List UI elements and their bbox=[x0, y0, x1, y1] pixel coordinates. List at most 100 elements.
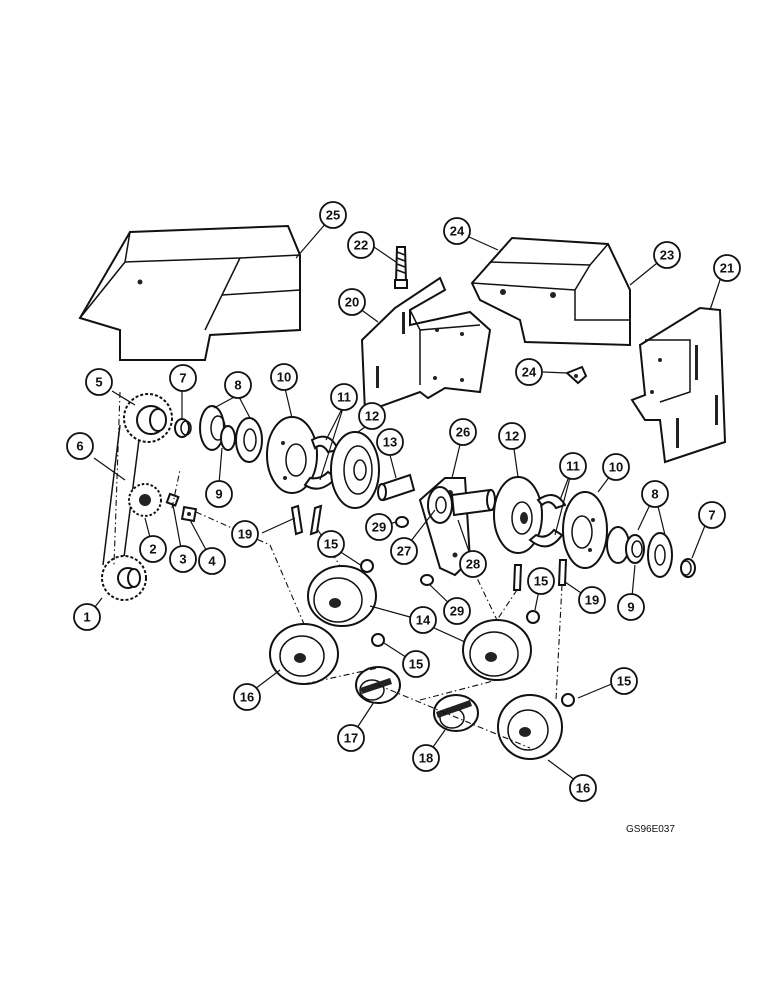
sprocket-2 bbox=[128, 483, 162, 517]
callout-label: 12 bbox=[505, 429, 519, 444]
bushing-7-left bbox=[174, 418, 192, 438]
plate-4 bbox=[180, 505, 198, 523]
callout-label: 29 bbox=[372, 520, 386, 535]
sprocket-1 bbox=[101, 555, 147, 601]
callout-21: 21 bbox=[713, 254, 741, 282]
half-washer-11-right bbox=[528, 494, 567, 548]
callout-10-right: 10 bbox=[602, 453, 630, 481]
pulley-16-left bbox=[269, 623, 339, 685]
callout-9-right: 9 bbox=[617, 593, 645, 621]
pulley-16-right bbox=[497, 694, 563, 760]
callout-label: 29 bbox=[450, 604, 464, 619]
callout-17: 17 bbox=[337, 724, 365, 752]
callout-label: 13 bbox=[383, 435, 397, 450]
callout-label: 24 bbox=[522, 365, 537, 380]
sprocket-5 bbox=[123, 393, 173, 443]
callout-15-b: 15 bbox=[402, 650, 430, 678]
callout-12-left: 12 bbox=[358, 402, 386, 430]
pulley-12-left bbox=[330, 431, 380, 509]
callouts: 1 2 3 4 5 6 7 7 8 8 9 9 10 10 11 11 12 1… bbox=[66, 201, 741, 802]
callout-label: 15 bbox=[324, 537, 338, 552]
flange-10-right bbox=[562, 491, 608, 569]
callout-6: 6 bbox=[66, 432, 94, 460]
callout-3: 3 bbox=[169, 545, 197, 573]
callout-label: 19 bbox=[238, 527, 252, 542]
callout-8-left: 8 bbox=[224, 371, 252, 399]
shaft-27-28 bbox=[427, 486, 496, 524]
callout-11-left: 11 bbox=[330, 383, 358, 411]
callout-label: 16 bbox=[576, 781, 590, 796]
bracket-20 bbox=[360, 276, 492, 414]
callout-28: 28 bbox=[459, 550, 487, 578]
callout-7-right: 7 bbox=[698, 501, 726, 529]
callout-label: 8 bbox=[651, 487, 658, 502]
callout-label: 3 bbox=[179, 552, 186, 567]
callout-label: 21 bbox=[720, 261, 734, 276]
pulley-14-right bbox=[462, 619, 532, 681]
callout-19-right: 19 bbox=[578, 586, 606, 614]
callout-18: 18 bbox=[412, 744, 440, 772]
callout-5: 5 bbox=[85, 368, 113, 396]
callout-label: 9 bbox=[627, 600, 634, 615]
callout-label: 27 bbox=[397, 544, 411, 559]
reference-code: GS96E037 bbox=[626, 824, 675, 835]
callout-label: 4 bbox=[208, 554, 216, 569]
callout-label: 11 bbox=[566, 459, 580, 474]
callout-15-c: 15 bbox=[527, 567, 555, 595]
callout-label: 15 bbox=[534, 574, 548, 589]
bracket-21 bbox=[630, 306, 727, 464]
idler-18 bbox=[433, 694, 479, 732]
spacer-15-d bbox=[561, 693, 575, 707]
callout-label: 23 bbox=[660, 248, 674, 263]
clip-24 bbox=[565, 365, 588, 385]
callout-label: 10 bbox=[277, 370, 291, 385]
callout-9-left: 9 bbox=[205, 480, 233, 508]
bolt-22 bbox=[394, 246, 408, 289]
callout-4: 4 bbox=[198, 547, 226, 575]
callout-26: 26 bbox=[449, 418, 477, 446]
callout-label: 2 bbox=[149, 542, 156, 557]
callout-27: 27 bbox=[390, 537, 418, 565]
shield-23 bbox=[470, 236, 631, 347]
callout-8-right: 8 bbox=[641, 480, 669, 508]
callout-16-left: 16 bbox=[233, 683, 261, 711]
callout-label: 8 bbox=[234, 378, 241, 393]
callout-label: 22 bbox=[354, 238, 368, 253]
callout-2: 2 bbox=[139, 535, 167, 563]
callout-29-lower: 29 bbox=[443, 597, 471, 625]
callout-label: 9 bbox=[215, 487, 222, 502]
callout-label: 7 bbox=[179, 371, 186, 386]
roll-pin-19-right bbox=[512, 559, 568, 591]
callout-label: 10 bbox=[609, 460, 623, 475]
callout-24-top: 24 bbox=[443, 217, 471, 245]
callout-11-right: 11 bbox=[559, 452, 587, 480]
callout-label: 11 bbox=[337, 390, 351, 405]
callout-label: 24 bbox=[450, 224, 465, 239]
callout-label: 25 bbox=[326, 208, 340, 223]
callout-label: 18 bbox=[419, 751, 433, 766]
callout-1: 1 bbox=[73, 603, 101, 631]
callout-22: 22 bbox=[347, 231, 375, 259]
callout-label: 16 bbox=[240, 690, 254, 705]
callout-label: 26 bbox=[456, 425, 470, 440]
spacer-15-c bbox=[526, 610, 540, 624]
callout-7-left: 7 bbox=[169, 364, 197, 392]
callout-label: 5 bbox=[95, 375, 102, 390]
spacer-29-lower bbox=[420, 574, 434, 586]
assembly-lines bbox=[113, 391, 563, 749]
pulley-14-left bbox=[307, 565, 377, 627]
bearing-8-right bbox=[606, 526, 673, 578]
callout-label: 12 bbox=[365, 409, 379, 424]
callout-label: 7 bbox=[708, 508, 715, 523]
nut-3 bbox=[165, 492, 180, 507]
callout-20: 20 bbox=[338, 288, 366, 316]
callout-15-d: 15 bbox=[610, 667, 638, 695]
spacer-29-upper bbox=[395, 516, 409, 528]
callout-16-right: 16 bbox=[569, 774, 597, 802]
spacer-15-a bbox=[360, 559, 374, 573]
callout-24-bottom: 24 bbox=[515, 358, 543, 386]
callout-label: 6 bbox=[76, 439, 83, 454]
shield-25 bbox=[78, 224, 301, 361]
callout-25: 25 bbox=[319, 201, 347, 229]
